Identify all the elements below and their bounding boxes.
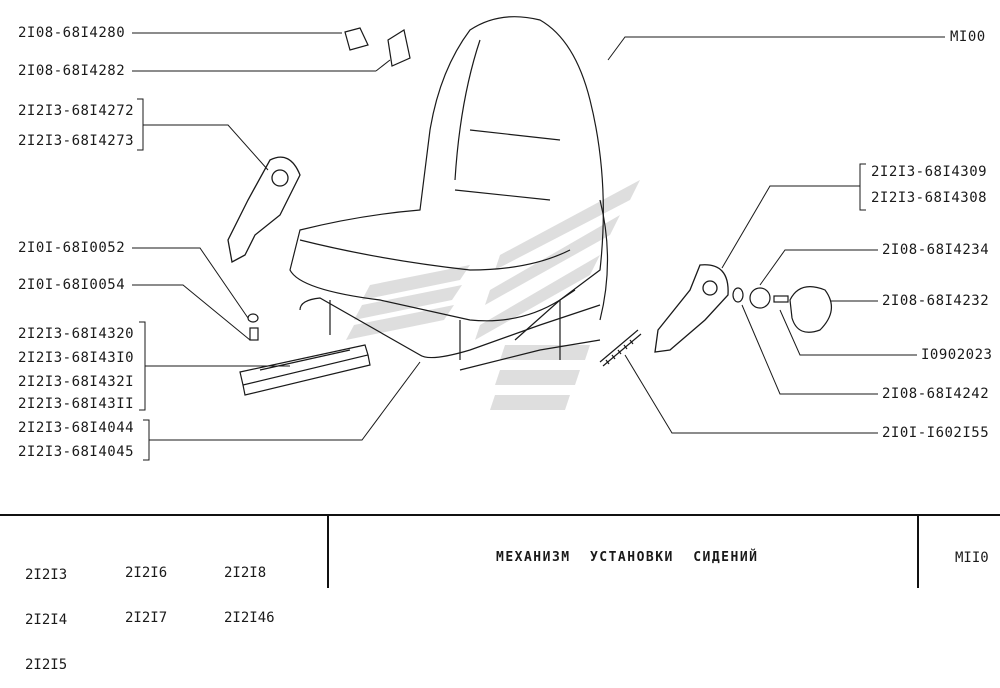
callout-label: 2I0I-68I0052	[18, 240, 126, 256]
title-block-divider	[327, 514, 329, 588]
watermark-logo	[346, 180, 640, 410]
model-list: 2I2I8 2I2I46	[224, 536, 275, 641]
callout-label: 2I0I-I602I55	[882, 425, 990, 441]
callout-label: MI00	[950, 29, 986, 45]
model-code: 2I2I46	[224, 610, 275, 626]
model-code: 2I2I6	[125, 565, 168, 581]
part-bolt	[247, 313, 259, 341]
seat-rail	[239, 289, 601, 396]
title-block-divider	[917, 514, 919, 588]
sheet-code: MII0	[955, 550, 989, 566]
part-spring	[599, 329, 642, 367]
callout-label: I0902023	[921, 347, 993, 363]
model-list: 2I2I3 2I2I4 2I2I5	[25, 538, 67, 688]
callout-label: 2I08-68I4242	[882, 386, 990, 402]
callout-label: 2I08-68I4232	[882, 293, 990, 309]
callout-label: 2I2I3-68I4308	[871, 190, 988, 206]
model-code: 2I2I3	[25, 567, 68, 583]
callout-label: 2I2I3-68I4045	[18, 444, 135, 460]
callout-label: 2I08-68I4234	[882, 242, 990, 258]
model-code: 2I2I8	[224, 565, 267, 581]
part-clip	[344, 27, 411, 67]
model-list: 2I2I6 2I2I7	[125, 536, 167, 641]
callout-label: 2I2I3-68I4320	[18, 326, 135, 342]
callout-label: 2I2I3-68I43II	[18, 396, 135, 412]
callout-label: 2I2I3-68I4044	[18, 420, 135, 436]
model-code: 2I2I7	[125, 610, 168, 626]
model-code: 2I2I4	[25, 612, 68, 628]
callout-label: 2I2I3-68I43I0	[18, 350, 135, 366]
callout-label: 2I2I3-68I4273	[18, 133, 135, 149]
callout-label: 2I08-68I4282	[18, 63, 126, 79]
part-handle-cover	[654, 264, 729, 353]
title-block	[0, 514, 1000, 590]
callout-label: 2I2I3-68I4272	[18, 103, 135, 119]
callout-label: 2I2I3-68I4309	[871, 164, 988, 180]
callout-label: 2I08-68I4280	[18, 25, 126, 41]
drawing-title: МЕХАНИЗМ УСТАНОВКИ СИДЕНИЙ	[496, 550, 759, 565]
leader-lines	[132, 32, 945, 461]
part-cover-plate	[227, 156, 301, 263]
model-code: 2I2I5	[25, 657, 68, 673]
callout-label: 2I2I3-68I432I	[18, 374, 135, 390]
seat-mechanism-drawing	[132, 16, 945, 461]
part-washer-knob	[732, 286, 832, 333]
callout-label: 2I0I-68I0054	[18, 277, 126, 293]
